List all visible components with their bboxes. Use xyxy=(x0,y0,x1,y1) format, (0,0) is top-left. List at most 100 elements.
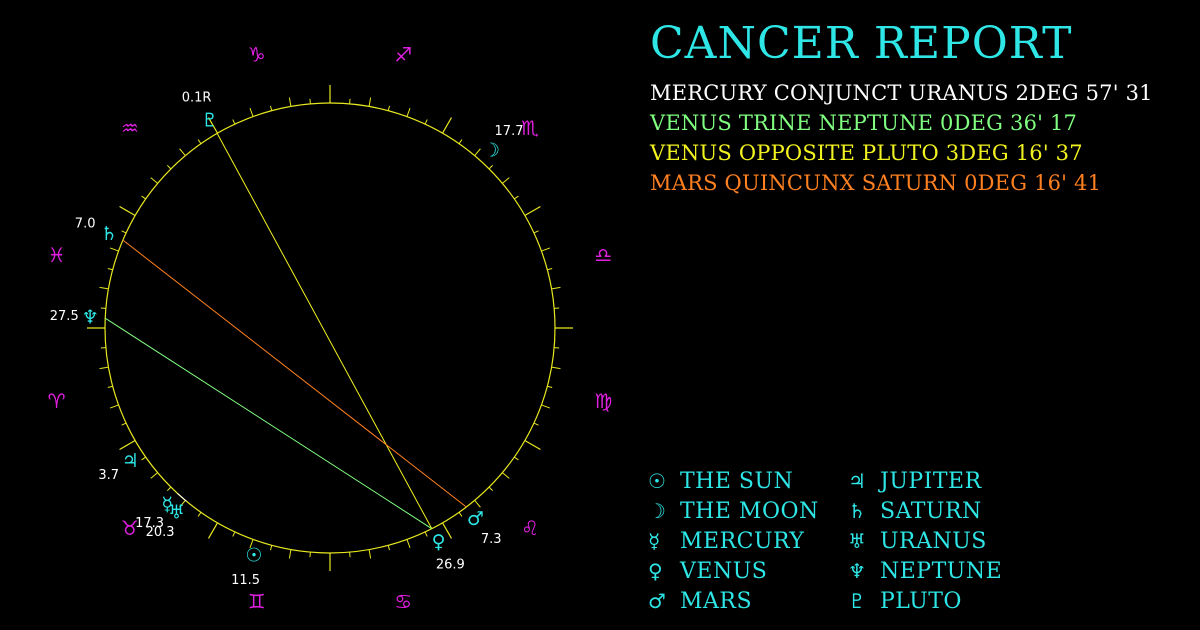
aquarius-icon: ♒ xyxy=(121,116,139,140)
sign-glyphs: ♈♉♊♋♌♍♎♏♐♑♒♓ xyxy=(48,43,613,614)
ring-tick xyxy=(524,205,541,217)
planet-degree-label: 20.3 xyxy=(146,525,175,540)
planet-degree-label: 17.7 xyxy=(495,124,524,139)
ring-tick xyxy=(179,500,186,508)
ring-tick xyxy=(514,195,519,200)
legend-label: MARS xyxy=(680,588,753,614)
planet-degree-label: 3.7 xyxy=(98,468,119,483)
ring-tick xyxy=(368,549,372,559)
mercury-icon: ☿ xyxy=(648,529,661,553)
saturn-icon: ♄ xyxy=(848,499,866,523)
planet-degree-label: 27.5 xyxy=(50,309,79,324)
legend-item-uranus: ♅URANUS xyxy=(848,526,1048,556)
planet-degree-label: 17.3 xyxy=(135,516,164,531)
planet-glyphs: ☉☽☿♀♂♃♄♅♆♇ xyxy=(82,109,500,566)
aspect-line-mercury-uranus xyxy=(177,492,187,502)
pisces-icon: ♓ xyxy=(48,243,66,267)
ring-tick xyxy=(109,247,119,252)
moon-icon: ☽ xyxy=(483,139,500,161)
legend-item-neptune: ♆NEPTUNE xyxy=(848,556,1048,586)
ring-tick xyxy=(288,549,292,559)
legend-item-moon: ☽THE MOON xyxy=(648,496,848,526)
venus-icon: ♀ xyxy=(432,531,446,553)
ring-tick xyxy=(488,165,493,170)
ring-tick xyxy=(269,105,273,111)
chart-ring xyxy=(104,102,556,554)
ring-tick xyxy=(368,97,372,107)
legend-label: NEPTUNE xyxy=(880,558,1003,584)
moon-icon: ☽ xyxy=(648,499,666,523)
legend-label: PLUTO xyxy=(880,588,962,614)
legend-item-mars: ♂ MARS xyxy=(648,586,848,616)
ring-tick xyxy=(167,165,172,170)
ring-tick xyxy=(541,404,551,409)
ring-tick xyxy=(502,177,510,184)
sun-icon: ☉ xyxy=(245,545,262,567)
ring-tick xyxy=(458,512,463,517)
ring-tick xyxy=(249,539,254,549)
ring-tick xyxy=(269,545,273,551)
ring-tick xyxy=(533,230,539,234)
ring-tick xyxy=(288,97,292,107)
ring-tick xyxy=(458,139,463,144)
ring-tick xyxy=(141,456,146,461)
neptune-icon: ♆ xyxy=(82,307,99,329)
legend-label: VENUS xyxy=(680,558,768,584)
mercury-icon: ☿ xyxy=(161,493,173,515)
ring-tick xyxy=(524,439,541,451)
mars-icon: ♂ xyxy=(648,589,666,613)
aspect-line-mars-saturn xyxy=(122,239,467,508)
uranus-icon: ♅ xyxy=(848,529,866,553)
uranus-icon: ♅ xyxy=(168,502,185,524)
report-title: CANCER REPORT xyxy=(650,18,1073,69)
ring-tick xyxy=(441,117,453,134)
venus-icon: ♀ xyxy=(648,559,663,583)
legend-item-saturn: ♄ SATURN xyxy=(848,496,1048,526)
legend-label: THE SUN xyxy=(680,468,794,494)
aspect-line-venus-neptune xyxy=(104,317,433,530)
ring-tick xyxy=(406,107,411,117)
ring-tick xyxy=(197,512,202,517)
leo-icon: ♌ xyxy=(521,516,539,540)
planet-degree-label: 7.3 xyxy=(481,532,502,547)
cancer-icon: ♋ xyxy=(394,589,412,613)
aries-icon: ♈ xyxy=(48,389,66,413)
aspect-lines xyxy=(104,133,467,530)
ring-tick xyxy=(474,500,481,508)
aspect-venus-opposite-pluto: VENUS OPPOSITE PLUTO 3DEG 16' 37 xyxy=(650,141,1083,165)
ring-tick xyxy=(150,472,158,479)
ring-tick xyxy=(424,119,428,125)
aspect-mercury-conjunct-uranus: MERCURY CONJUNCT URANUS 2DEG 57' 31 xyxy=(650,81,1153,105)
ring-tick xyxy=(121,230,127,234)
ring-tick xyxy=(150,177,158,184)
ring-tick xyxy=(232,119,236,125)
ring-tick xyxy=(551,366,561,370)
ring-tick xyxy=(547,385,553,389)
ring-tick xyxy=(406,539,411,549)
planet-legend: ☉THE SUN ♃JUPITER ☽THE MOON ♄SATURN ☿MER… xyxy=(648,466,1048,616)
sagittarius-icon: ♐ xyxy=(394,43,412,67)
ring-ticks xyxy=(87,85,573,571)
legend-item-mercury: ☿MERCURY xyxy=(648,526,848,556)
ring-tick xyxy=(119,205,136,217)
ring-tick xyxy=(107,385,113,389)
ring-tick xyxy=(179,148,186,156)
ring-tick xyxy=(474,148,481,156)
ring-tick xyxy=(541,247,551,252)
legend-label: SATURN xyxy=(880,498,982,524)
mars-icon: ♂ xyxy=(467,508,484,530)
legend-item-jupiter: ♃JUPITER xyxy=(848,466,1048,496)
ring-tick xyxy=(107,267,113,271)
pluto-icon: ♇ xyxy=(848,589,866,613)
ring-tick xyxy=(551,286,561,290)
planet-degree-labels: 11.517.717.326.97.33.77.020.327.50.1R xyxy=(50,90,524,587)
ring-tick xyxy=(109,404,119,409)
saturn-icon: ♄ xyxy=(101,223,118,245)
ring-tick xyxy=(387,545,391,551)
aspect-venus-trine-neptune: VENUS TRINE NEPTUNE 0DEG 36' 17 xyxy=(650,111,1078,135)
ring-tick xyxy=(424,531,428,537)
virgo-icon: ♍ xyxy=(594,389,612,413)
planet-degree-label: 11.5 xyxy=(231,573,260,588)
taurus-icon: ♉ xyxy=(121,516,139,540)
ring-tick xyxy=(207,522,219,539)
